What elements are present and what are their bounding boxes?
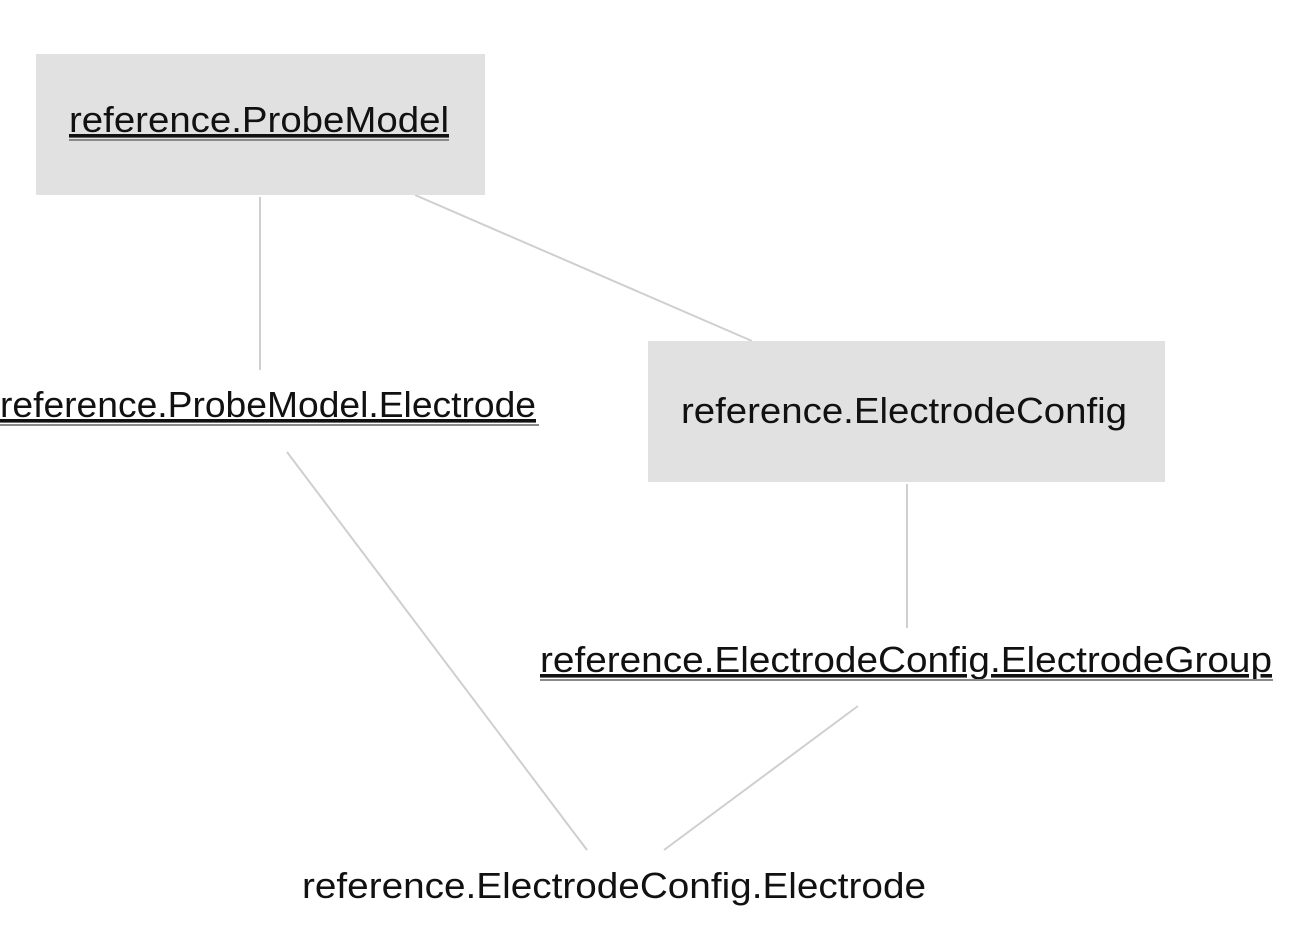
node-label-probe-model[interactable]: reference.ProbeModel xyxy=(69,99,449,140)
node-label-electrode-config-electrode[interactable]: reference.ElectrodeConfig.Electrode xyxy=(302,865,926,906)
node-electrode-config-group[interactable]: reference.ElectrodeConfig.ElectrodeGroup xyxy=(540,639,1273,681)
edges xyxy=(259,194,908,851)
node-box xyxy=(648,341,1165,482)
node-label-electrode-config-group[interactable]: reference.ElectrodeConfig.ElectrodeGroup xyxy=(540,639,1272,680)
node-box xyxy=(36,54,485,195)
node-probe-model[interactable]: reference.ProbeModel xyxy=(36,54,485,195)
node-electrode-config[interactable]: reference.ElectrodeConfig xyxy=(648,341,1165,482)
node-electrode-config-electrode[interactable]: reference.ElectrodeConfig.Electrode xyxy=(302,865,926,906)
edge-probemodel-to-electrodeconfig xyxy=(414,194,753,342)
node-probe-model-electrode[interactable]: reference.ProbeModel.Electrode xyxy=(0,384,539,426)
edge-electrodegroup-to-electrodeconfig-electrode xyxy=(663,705,859,851)
node-label-electrode-config[interactable]: reference.ElectrodeConfig xyxy=(681,390,1127,431)
node-label-probe-model-electrode[interactable]: reference.ProbeModel.Electrode xyxy=(0,384,536,425)
edge-probemodel-electrode-to-electrodeconfig-electrode xyxy=(286,451,588,851)
